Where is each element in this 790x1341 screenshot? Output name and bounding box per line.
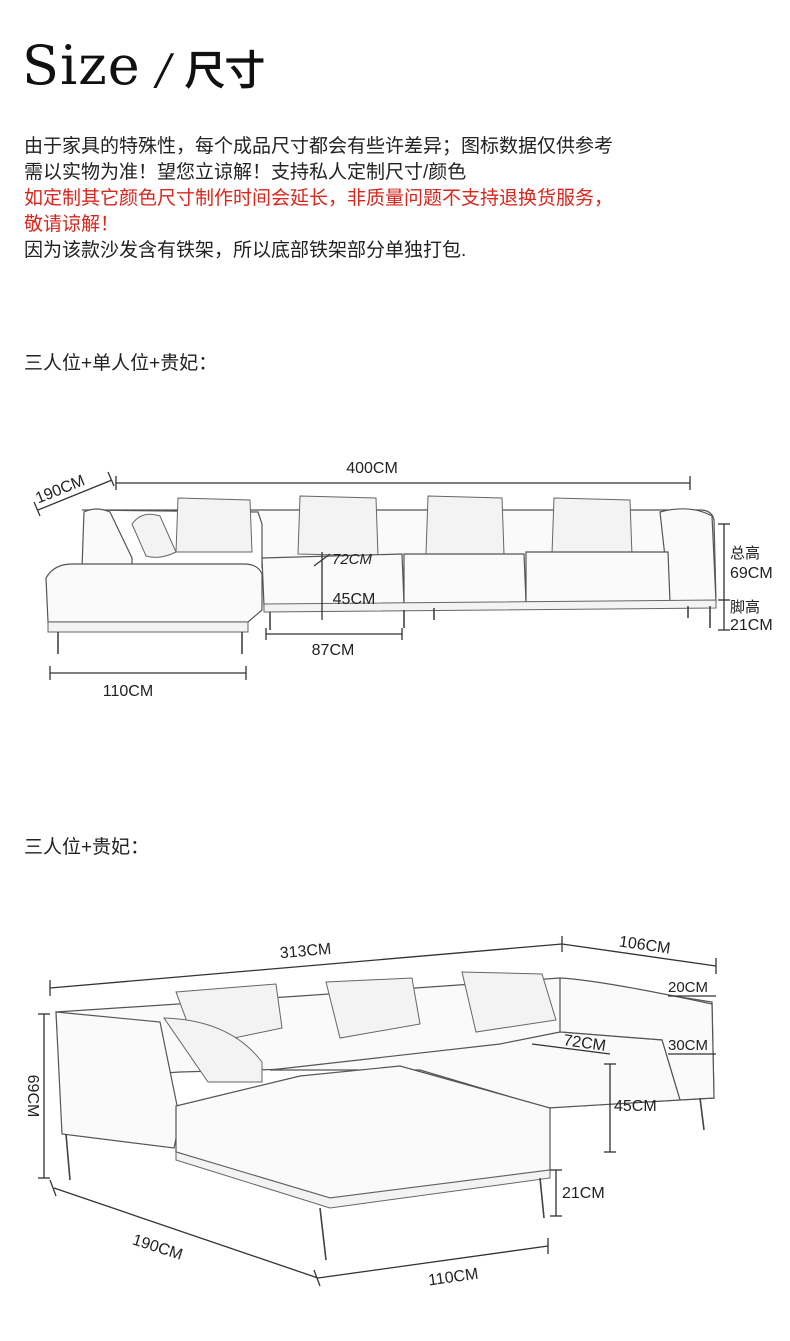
dim2-chaise-depth-line (53, 1187, 319, 1279)
notice-red-line-1: 如定制其它颜色尺寸制作时间会延长，非质量问题不支持退换货服务， (24, 188, 614, 209)
dim1-chaise-width: 110CM (103, 683, 153, 700)
sofa1-chaise-base (47, 621, 249, 633)
dim2-total-width: 313CM (279, 941, 332, 962)
dim1-depth: 190CM (33, 472, 87, 507)
sofa2-leg-1 (65, 1133, 71, 1181)
dim2-seat-height: 45CM (614, 1098, 657, 1115)
heading-chinese: 尺寸 (184, 47, 265, 94)
heading-english: Size (22, 34, 141, 97)
dim1-module-width: 87CM (312, 642, 355, 659)
dim2-side-width: 106CM (618, 934, 671, 958)
sofa1-chaise (45, 563, 263, 623)
dim2-chaise-depth: 190CM (130, 1232, 184, 1264)
sofa1-side-pillow (131, 513, 177, 558)
dim2-total-width-line (49, 943, 563, 989)
sofa1-seat-3 (525, 551, 671, 603)
dim1-leg-height-label: 脚高 (730, 599, 760, 616)
dim1-depth-line (37, 479, 113, 511)
dim2-arm-width: 20CM (668, 979, 708, 996)
section1-title: 三人位+单人位+贵妃： (24, 353, 218, 374)
sofa2-left-arm (55, 1011, 181, 1149)
sofa1-left-arm (81, 508, 133, 569)
dim2-tick (313, 1269, 321, 1287)
sofa2-leg-2 (319, 1207, 327, 1261)
dim2-chaise-width-line (317, 1245, 549, 1279)
sofa2-leg-3 (539, 1177, 545, 1219)
sofa2-side-pillow (163, 1017, 263, 1083)
dim1-total-width: 400CM (346, 460, 398, 477)
sofa2-cushion-2 (325, 977, 421, 1039)
sofa2-cushion-3 (461, 971, 557, 1033)
dim1-tick (107, 471, 115, 487)
sofa1-base-rail (263, 599, 717, 613)
dim1-total-height-label: 总高 (730, 545, 760, 562)
dim2-chaise-width: 110CM (427, 1266, 479, 1290)
note-line-3: 因为该款沙发含有铁架，所以底部铁架部分单独打包. (24, 240, 467, 261)
page-heading: Size / 尺寸 (22, 34, 265, 97)
sofa1-right-arm (659, 508, 717, 603)
notice-red-line-2: 敬请谅解！ (24, 214, 120, 235)
sofa-diagram-1: 400CM 190CM 72CM 45CM 87CM 110CM 总高 69CM… (33, 460, 773, 700)
sofa1-cushion-2 (297, 495, 379, 557)
heading-separator: / (156, 45, 171, 94)
dim2-tick (49, 1179, 57, 1197)
dim1-seat-depth: 72CM (332, 551, 373, 568)
sofa2-right-arm (559, 977, 715, 1101)
sofa2-chaise-base (175, 1151, 551, 1209)
sofa2-seat (269, 1031, 681, 1109)
notes-block: 由于家具的特殊性，每个成品尺寸都会有些许差异；图标数据仅供参考 需以实物为准！望… (24, 134, 764, 264)
section2-title: 三人位+贵妃： (24, 837, 150, 858)
dim1-tick (33, 501, 41, 517)
dim1-tick (313, 553, 331, 567)
note-line-1: 由于家具的特殊性，每个成品尺寸都会有些许差异；图标数据仅供参考 (24, 136, 614, 157)
dim2-arm-height: 30CM (668, 1037, 708, 1054)
dim2-side-width-line (561, 943, 717, 967)
note-line-2: 需以实物为准！望您立谅解！支持私人定制尺寸/颜色 (24, 162, 467, 183)
sofa2-leg-4 (699, 1097, 705, 1131)
sofa1-cushion-4 (551, 497, 633, 557)
sofa1-cushion-1 (175, 497, 253, 553)
dim1-leg-height: 21CM (730, 617, 773, 634)
dim1-seat-height: 45CM (333, 591, 376, 608)
sofa-diagram-2: 313CM 106CM 20CM 72CM 30CM 45CM 69CM 21C… (24, 934, 717, 1290)
dim2-seat-depth: 72CM (562, 1032, 607, 1055)
dim1-total-height: 69CM (730, 565, 773, 582)
dim2-seat-depth-line (531, 1043, 611, 1055)
sofa1-seat-2 (403, 553, 527, 605)
sofa1-cushion-3 (425, 495, 505, 555)
dim2-leg-height: 21CM (562, 1185, 605, 1202)
dim2-total-height: 69CM (24, 1075, 41, 1118)
